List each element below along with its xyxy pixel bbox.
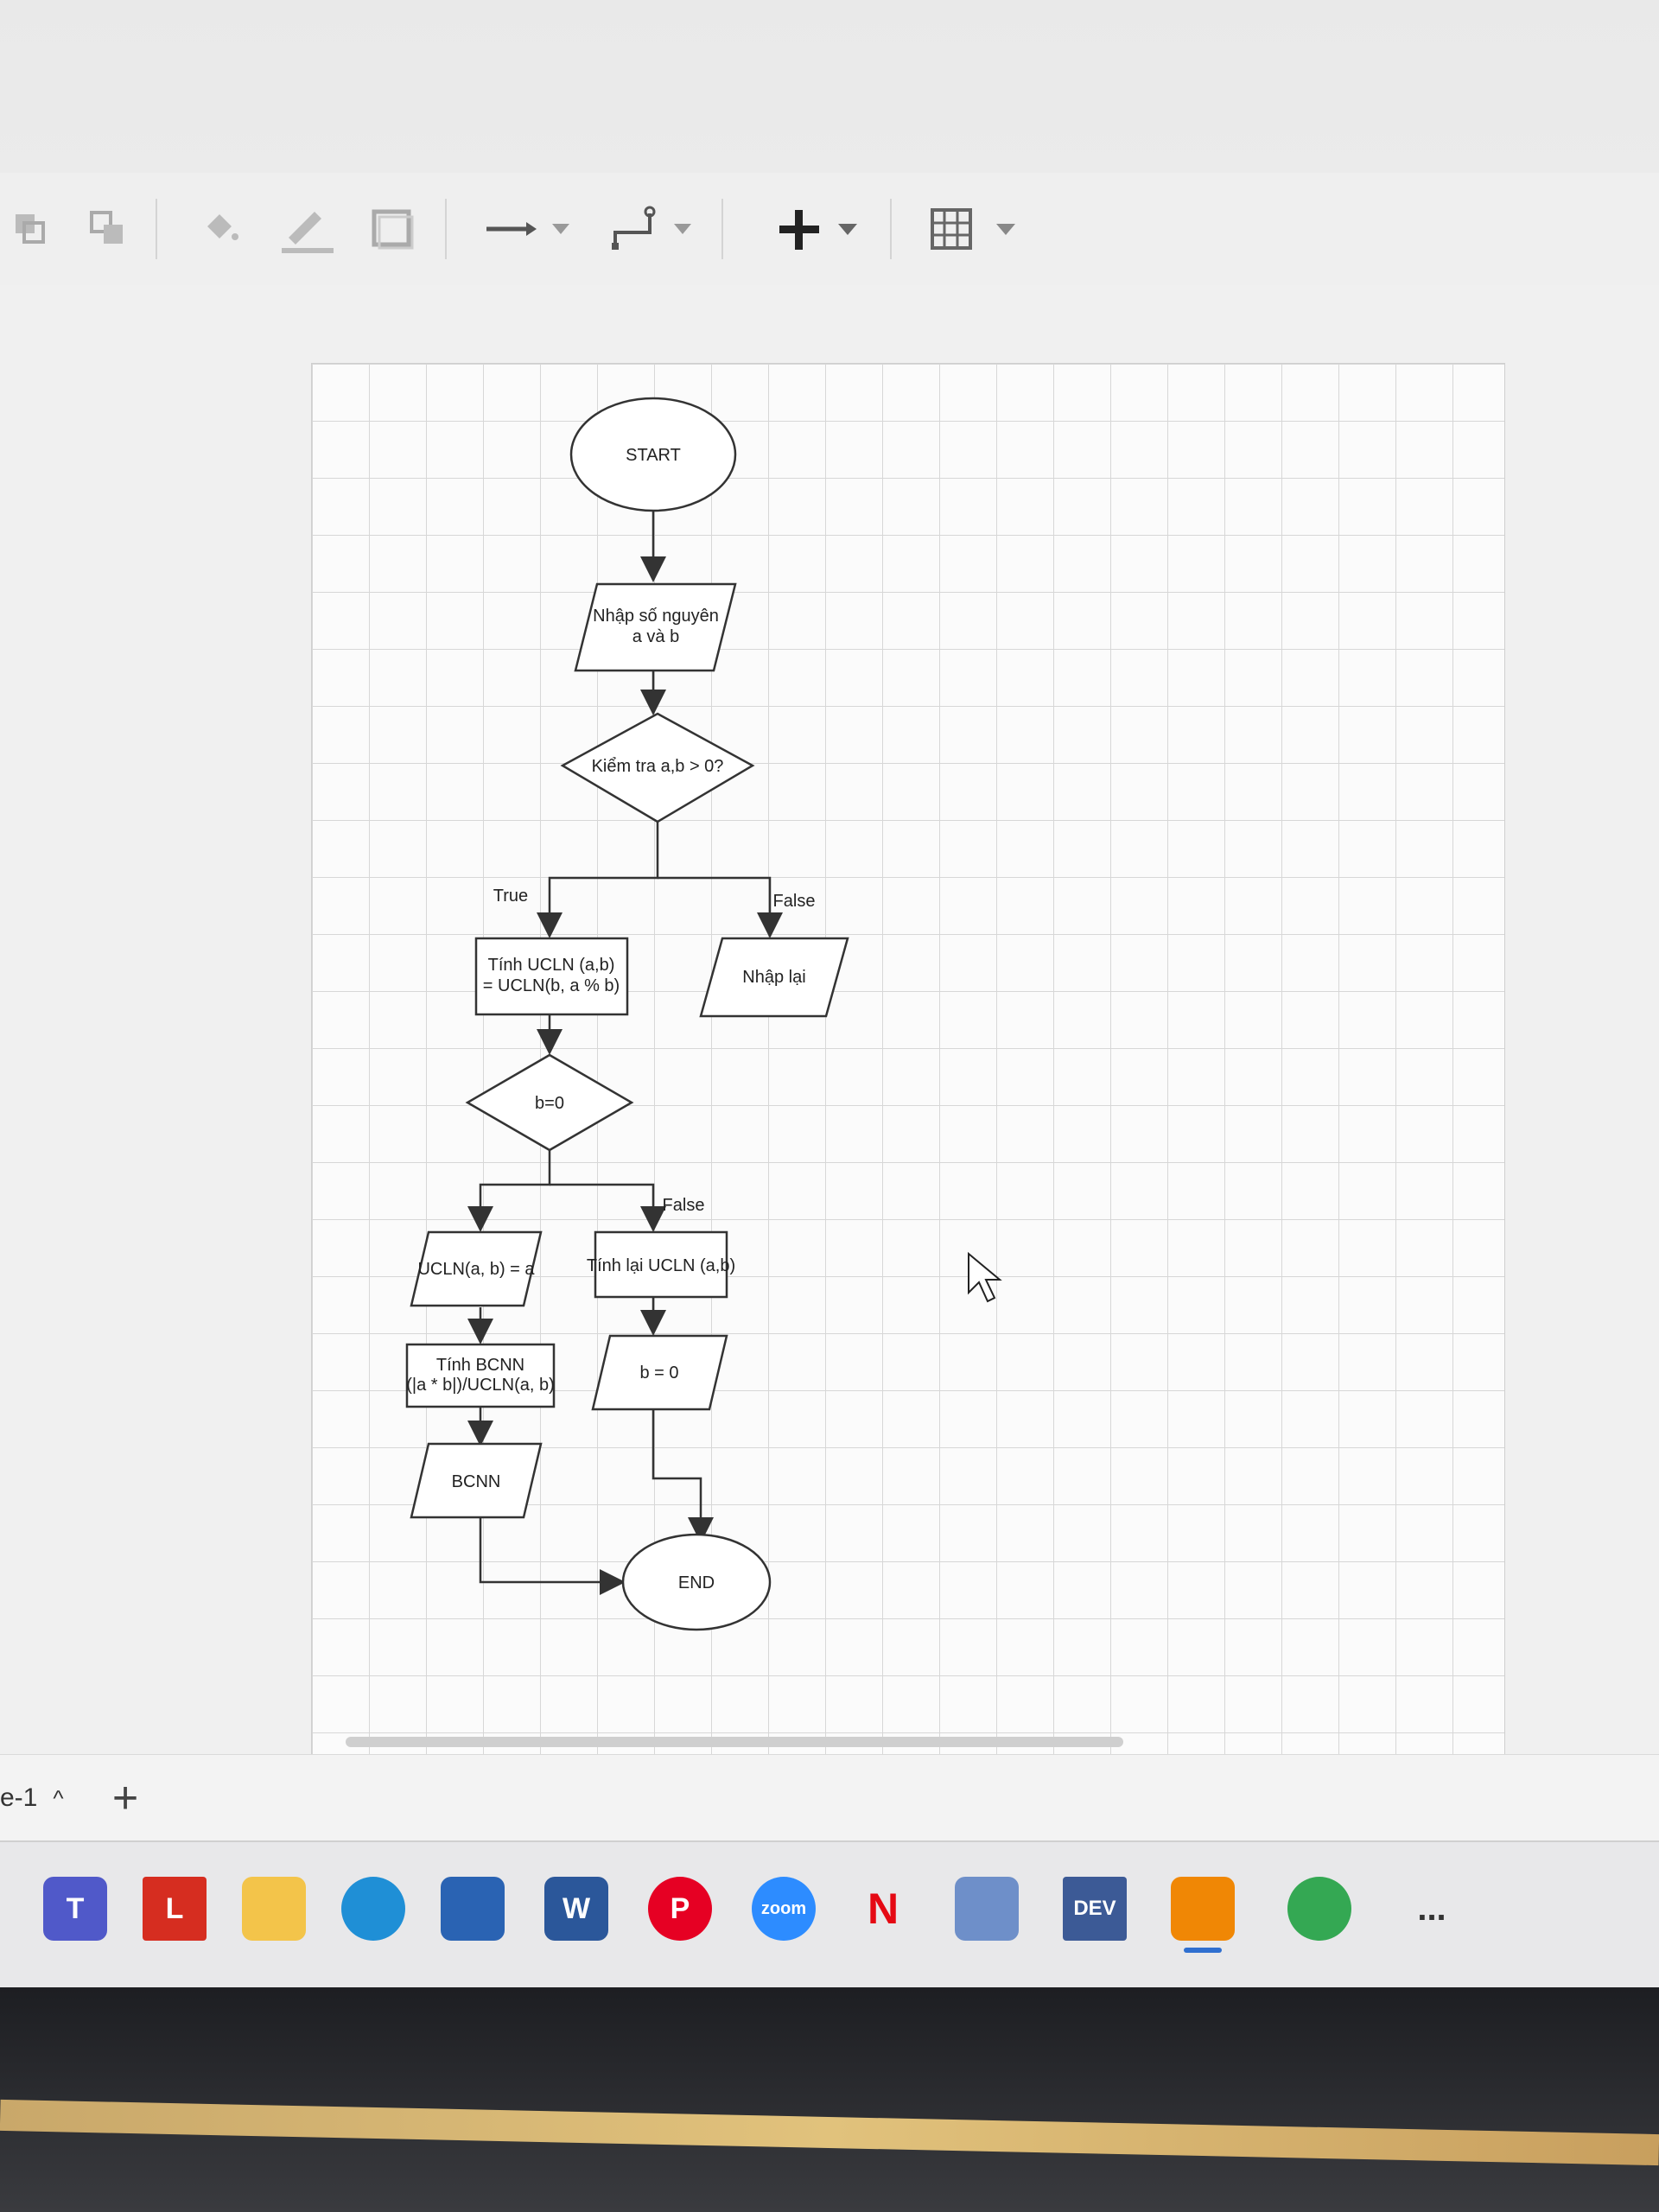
page-tab[interactable]: e-1 ^ bbox=[0, 1772, 64, 1824]
insert-plus-icon[interactable] bbox=[756, 173, 868, 285]
flowchart: START Nhập số nguyên a và b Kiểm tra a,b… bbox=[405, 397, 1002, 1631]
gcd-step-label-1: Tính UCLN (a,b) bbox=[488, 956, 615, 975]
zoom-app-icon[interactable]: zoom bbox=[752, 1877, 816, 1941]
pinterest-app-icon[interactable]: P bbox=[648, 1877, 712, 1941]
gcd-result-label: UCLN(a, b) = a bbox=[417, 1260, 535, 1279]
lcm-output-label: BCNN bbox=[452, 1472, 501, 1491]
b-assign-label: b = 0 bbox=[639, 1363, 678, 1382]
end-label: END bbox=[678, 1573, 715, 1592]
reenter-label: Nhập lại bbox=[742, 968, 805, 987]
network-app-icon[interactable] bbox=[955, 1877, 1019, 1941]
mouse-cursor-icon bbox=[968, 1251, 1002, 1303]
dev-cpp-app-icon[interactable]: DEV bbox=[1063, 1877, 1127, 1941]
active-app-indicator bbox=[1184, 1948, 1222, 1953]
gcd-step-node[interactable] bbox=[474, 937, 629, 1016]
gcd-result-node[interactable] bbox=[410, 1230, 543, 1307]
start-node[interactable] bbox=[569, 397, 737, 512]
add-page-button[interactable]: + bbox=[111, 1773, 139, 1823]
to-back-icon[interactable] bbox=[78, 173, 138, 285]
reenter-node[interactable] bbox=[699, 937, 849, 1018]
lcm-step-node[interactable] bbox=[405, 1343, 556, 1408]
edge-app-icon[interactable] bbox=[341, 1877, 405, 1941]
teams-app-icon[interactable]: T bbox=[43, 1877, 107, 1941]
chrome-app-icon[interactable] bbox=[1287, 1877, 1351, 1941]
waypoints-icon[interactable] bbox=[601, 173, 704, 285]
input-node[interactable] bbox=[574, 582, 737, 672]
false-label: False bbox=[773, 892, 816, 911]
b-zero-check-label: b=0 bbox=[535, 1094, 564, 1113]
drawio-app-icon[interactable] bbox=[1171, 1877, 1235, 1941]
lcm-step-label-1: Tính BCNN bbox=[436, 1356, 524, 1375]
file-explorer-app-icon[interactable] bbox=[242, 1877, 306, 1941]
shadow-icon[interactable] bbox=[359, 173, 428, 285]
table-icon[interactable] bbox=[916, 173, 1028, 285]
end-node[interactable] bbox=[621, 1533, 772, 1631]
input-label-1: Nhập số nguyên bbox=[593, 607, 719, 626]
horizontal-scrollbar[interactable] bbox=[346, 1737, 1123, 1747]
page-bar: e-1 ^ + bbox=[0, 1754, 1659, 1841]
store-app-icon[interactable] bbox=[441, 1877, 505, 1941]
more-apps-button[interactable]: ... bbox=[1417, 1889, 1446, 1928]
check-label: Kiểm tra a,b > 0? bbox=[592, 757, 724, 776]
fill-color-icon[interactable] bbox=[190, 173, 251, 285]
b-zero-check-node[interactable] bbox=[465, 1053, 634, 1152]
true-label: True bbox=[493, 887, 528, 906]
taskbar: T L W P zoom N DEV ... bbox=[0, 1840, 1659, 1987]
netflix-app-icon[interactable]: N bbox=[867, 1885, 899, 1933]
line-color-icon[interactable] bbox=[272, 173, 341, 285]
connection-arrow-icon[interactable] bbox=[475, 173, 579, 285]
lcm-output-node[interactable] bbox=[410, 1442, 543, 1519]
lexmark-app-icon[interactable]: L bbox=[143, 1877, 207, 1941]
check-node[interactable] bbox=[560, 712, 755, 823]
input-label-2: a và b bbox=[632, 627, 679, 646]
toolbar bbox=[0, 173, 1659, 287]
page-tab-label: e-1 bbox=[0, 1783, 38, 1812]
b-assign-node[interactable] bbox=[591, 1334, 728, 1411]
diagram-page[interactable]: START Nhập số nguyên a và b Kiểm tra a,b… bbox=[311, 363, 1505, 1764]
word-app-icon[interactable]: W bbox=[544, 1877, 608, 1941]
to-front-icon[interactable] bbox=[0, 173, 60, 285]
monitor-bezel bbox=[0, 1987, 1659, 2212]
false-label-2: False bbox=[663, 1196, 705, 1215]
recompute-label: Tính lại UCLN (a,b) bbox=[587, 1256, 735, 1275]
lcm-step-label-2: (|a * b|)/UCLN(a, b) bbox=[406, 1376, 555, 1395]
gcd-step-label-2: = UCLN(b, a % b) bbox=[483, 976, 620, 995]
start-label: START bbox=[626, 446, 681, 465]
screen: START Nhập số nguyên a và b Kiểm tra a,b… bbox=[0, 0, 1659, 1987]
recompute-node[interactable] bbox=[594, 1230, 728, 1299]
chevron-up-icon[interactable]: ^ bbox=[53, 1784, 64, 1811]
